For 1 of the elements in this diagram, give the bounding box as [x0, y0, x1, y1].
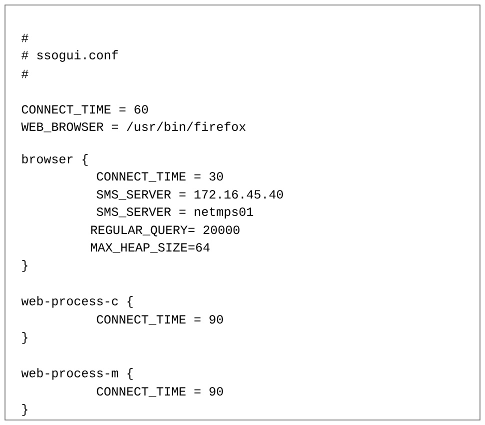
config-file-box: # # ssogui.conf # CONNECT_TIME = 60 WEB_BROWSER = /usr/bin/firefox browser { CONNECT_TIME = 30 SMS_SERVER = 172.16.45.40 SMS_SERVER = netmps01 REGULAR_QUERY= 20000 MAX_HEAP_SIZE=64 } web-process-c { CONNECT_TIME = 90 } web-process-m { CONNECT_TIME = 90 } [4, 4, 480, 420]
